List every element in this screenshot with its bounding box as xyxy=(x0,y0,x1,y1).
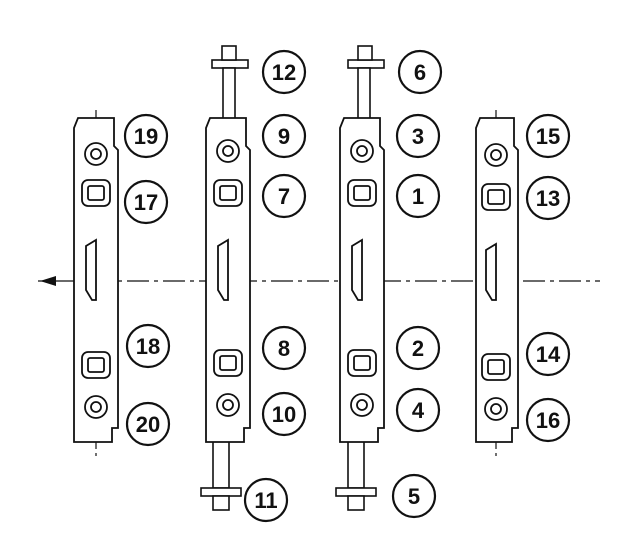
callout-19: 19 xyxy=(123,113,169,159)
bolt-6-shaft xyxy=(357,67,371,121)
bolt-5 xyxy=(335,439,377,511)
callout-20: 20 xyxy=(125,401,171,447)
callout-18-label: 18 xyxy=(136,334,160,359)
callout-5-label: 5 xyxy=(408,484,420,509)
callout-7-label: 7 xyxy=(278,184,290,209)
bolt-11-head xyxy=(200,487,242,497)
direction-axis xyxy=(38,276,600,286)
bolt-11 xyxy=(200,439,242,511)
callout-14-label: 14 xyxy=(536,342,561,367)
callout-14: 14 xyxy=(525,331,571,377)
callout-18: 18 xyxy=(125,323,171,369)
callout-12: 12 xyxy=(261,49,307,95)
callout-20-label: 20 xyxy=(136,412,160,437)
callout-5: 5 xyxy=(391,473,437,519)
callout-16-label: 16 xyxy=(536,408,560,433)
arrow-left-icon xyxy=(40,276,56,286)
bar-2-slot xyxy=(217,238,229,301)
callout-7: 7 xyxy=(261,173,307,219)
bolt-5-cap xyxy=(347,495,365,511)
callout-2-label: 2 xyxy=(412,336,424,361)
callout-1: 1 xyxy=(395,173,441,219)
bolt-12-cap xyxy=(221,45,237,61)
callout-3-label: 3 xyxy=(412,124,424,149)
bar-1-slot xyxy=(85,238,97,301)
bolt-6-cap xyxy=(357,45,373,61)
bolt-11-cap xyxy=(212,495,230,511)
callout-13-label: 13 xyxy=(536,186,560,211)
bolt-11-shaft xyxy=(212,439,230,489)
callout-17: 17 xyxy=(123,179,169,225)
bearing-bar-1 xyxy=(73,117,119,443)
bolt-6-head xyxy=(347,59,385,69)
callout-4: 4 xyxy=(395,387,441,433)
callout-6: 6 xyxy=(397,49,443,95)
callout-19-label: 19 xyxy=(134,124,158,149)
bar-4-slot xyxy=(485,242,497,301)
callout-17-label: 17 xyxy=(134,190,158,215)
callout-1-label: 1 xyxy=(412,184,424,209)
callout-16: 16 xyxy=(525,397,571,443)
bolt-12-head xyxy=(211,59,249,69)
bolt-12 xyxy=(211,45,249,121)
callout-2: 2 xyxy=(395,325,441,371)
bolt-6 xyxy=(347,45,385,121)
callout-3: 3 xyxy=(395,113,441,159)
callout-15-label: 15 xyxy=(536,124,560,149)
bolt-12-shaft xyxy=(222,67,236,121)
callouts: 12 6 19 9 3 15 17 7 xyxy=(123,49,571,523)
callout-10: 10 xyxy=(261,391,307,437)
callout-15: 15 xyxy=(525,113,571,159)
callout-12-label: 12 xyxy=(272,60,296,85)
callout-11: 11 xyxy=(243,477,289,523)
callout-13: 13 xyxy=(525,175,571,221)
bearing-bar-4 xyxy=(475,117,519,443)
callout-8-label: 8 xyxy=(278,336,290,361)
bearing-bars xyxy=(73,117,519,443)
bolt-5-head xyxy=(335,487,377,497)
bolt-5-shaft xyxy=(347,439,365,489)
callout-9: 9 xyxy=(261,113,307,159)
callout-8: 8 xyxy=(261,325,307,371)
bar-3-slot xyxy=(351,238,363,301)
callout-11-label: 11 xyxy=(254,488,277,513)
callout-9-label: 9 xyxy=(278,124,290,149)
bearing-bar-2 xyxy=(205,117,251,443)
callout-10-label: 10 xyxy=(272,402,296,427)
callout-6-label: 6 xyxy=(414,60,426,85)
callout-4-label: 4 xyxy=(412,398,425,423)
bearing-bar-3 xyxy=(339,117,385,443)
